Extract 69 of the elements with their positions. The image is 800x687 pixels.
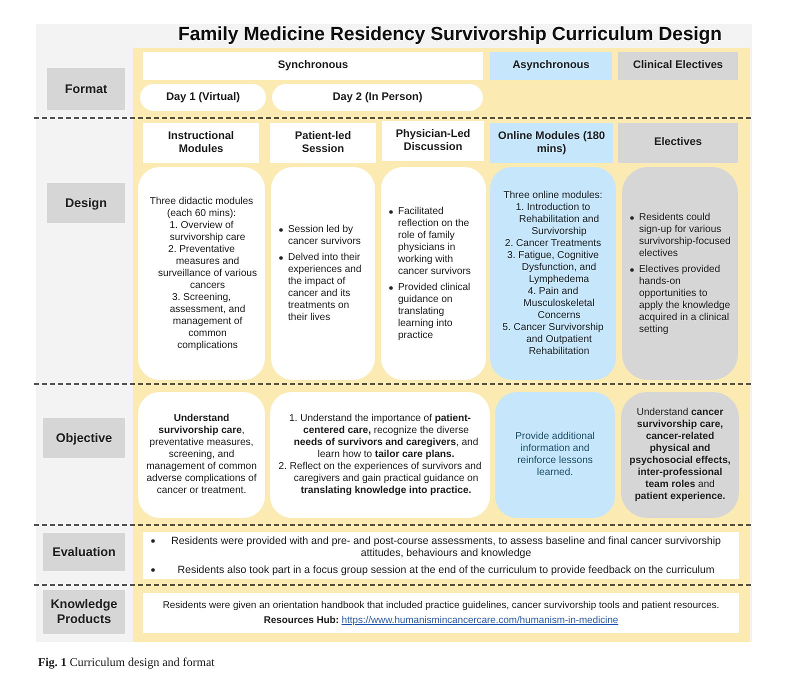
list-item: 1. Overview of survivorship care bbox=[168, 220, 246, 244]
list-item: Provided clinical guidance on translating learning into practice bbox=[398, 282, 470, 340]
card-text: Knowledge Products bbox=[50, 597, 118, 627]
column-header bbox=[143, 123, 259, 163]
card-text: Instructional Modules bbox=[166, 130, 235, 156]
card-text: Clinical Electives bbox=[632, 59, 724, 73]
list-item: 4. Pain and Musculoskeletal Concerns bbox=[522, 286, 596, 322]
list-item: 3. Fatigue, Cognitive Dysfunction, and Lymphedema bbox=[506, 250, 600, 286]
card-text: Provide additional information and reinforce lessons learned. bbox=[514, 431, 596, 479]
list-item: Session led by cancer survivors bbox=[288, 224, 361, 246]
list-item: 1. Understand the importance of patient-centered care, recognize the diverse needs of survivors and caregivers, and learn how to tailor care plans. bbox=[288, 413, 480, 461]
card-text: Patient-led Session bbox=[294, 130, 352, 156]
content-card bbox=[143, 593, 739, 633]
diagram-title: Family Medicine Residency Survivorship Curriculum Design bbox=[177, 24, 723, 46]
content-card bbox=[271, 167, 375, 380]
column-header bbox=[143, 52, 483, 80]
content-card bbox=[381, 167, 486, 380]
content-card bbox=[138, 392, 265, 518]
content-card bbox=[622, 167, 738, 380]
card-text: Online Modules (180 mins) bbox=[497, 130, 606, 156]
content-card bbox=[490, 167, 616, 380]
card-text: Residents were given an orientation handbook that included practice guidelines, cancer survivorship tools and patient resources. bbox=[162, 600, 720, 612]
row-label bbox=[43, 533, 125, 571]
card-text: Objective bbox=[54, 430, 114, 446]
content-card bbox=[495, 392, 615, 518]
content-card bbox=[621, 392, 739, 518]
card-text: Electives bbox=[653, 136, 703, 150]
list-item: 2. Reflect on the experiences of survivors and caregivers and gain practical guidance on translating knowledge into practice. bbox=[278, 461, 482, 497]
card-text: Day 1 (Virtual) bbox=[165, 90, 241, 104]
figure-caption: Fig. 1 Curriculum design and format bbox=[38, 655, 215, 670]
card-text: Three didactic modules (each 60 mins): bbox=[148, 196, 254, 220]
card-text: Asynchronous bbox=[511, 59, 590, 73]
list-item: 1. Introduction to Rehabilitation and Survivorship bbox=[514, 202, 600, 238]
card-text: Understand cancer survivorship care, cancer-related physical and psychosocial effects, inter-professional team roles and patient experience. bbox=[628, 407, 732, 503]
list-item: 5. Cancer Survivorship and Outpatient Rehabilitation bbox=[501, 322, 605, 358]
day-pill bbox=[272, 84, 483, 111]
column-header bbox=[618, 52, 738, 80]
list-item: Residents were provided with and pre- and post-course assessments, to assess baseline and final cancer survivorship attitudes, behaviours and knowledge bbox=[171, 534, 721, 560]
card-text: Three online modules: bbox=[502, 190, 604, 202]
day-pill bbox=[140, 84, 266, 111]
content-card bbox=[270, 392, 490, 518]
list-item: Residents could sign-up for various survivorship-focused electives bbox=[639, 212, 731, 258]
card-text: Synchronous bbox=[276, 59, 350, 73]
row-label bbox=[43, 590, 125, 634]
card-text: Design bbox=[64, 196, 108, 210]
list-item: Facilitated reflection on the role of family physicians in working with cancer survivors bbox=[398, 206, 471, 276]
card-text: Physician-Led Discussion bbox=[394, 128, 472, 154]
row-label bbox=[47, 183, 125, 223]
list-item: Residents also took part in a focus group session at the end of the curriculum to provide feedback on the curriculum bbox=[178, 564, 714, 576]
card-text: Understand survivorship care, preventative measures, screening, and management of common adverse complications of cancer or treatment. bbox=[145, 413, 258, 497]
content-card bbox=[138, 167, 265, 380]
content-card bbox=[143, 532, 739, 579]
column-header bbox=[382, 121, 484, 161]
list-item: 3. Screening, assessment, and management of common complications bbox=[168, 292, 246, 352]
link-label: Resources Hub: bbox=[264, 614, 339, 626]
column-header bbox=[270, 123, 376, 163]
web-link: https://www.humanismincancercare.com/humanism-in-medicine bbox=[342, 614, 618, 626]
row-label bbox=[47, 68, 125, 110]
list-item: 2. Preventative measures and surveillance of various cancers bbox=[157, 244, 258, 292]
list-item: Electives provided hands-on opportunities to apply the knowledge acquired in a clinical setting bbox=[639, 264, 730, 334]
card-text: Format bbox=[64, 82, 108, 96]
card-text: Evaluation bbox=[51, 544, 117, 560]
list-item: Delved into their experiences and the impact of cancer and its treatments on their lives bbox=[288, 252, 362, 322]
list-item: 2. Cancer Treatments bbox=[504, 238, 602, 250]
row-label bbox=[43, 418, 125, 458]
column-header bbox=[490, 123, 613, 163]
column-header bbox=[618, 123, 738, 163]
card-text: Day 2 (In Person) bbox=[332, 90, 424, 104]
column-header bbox=[490, 52, 612, 80]
